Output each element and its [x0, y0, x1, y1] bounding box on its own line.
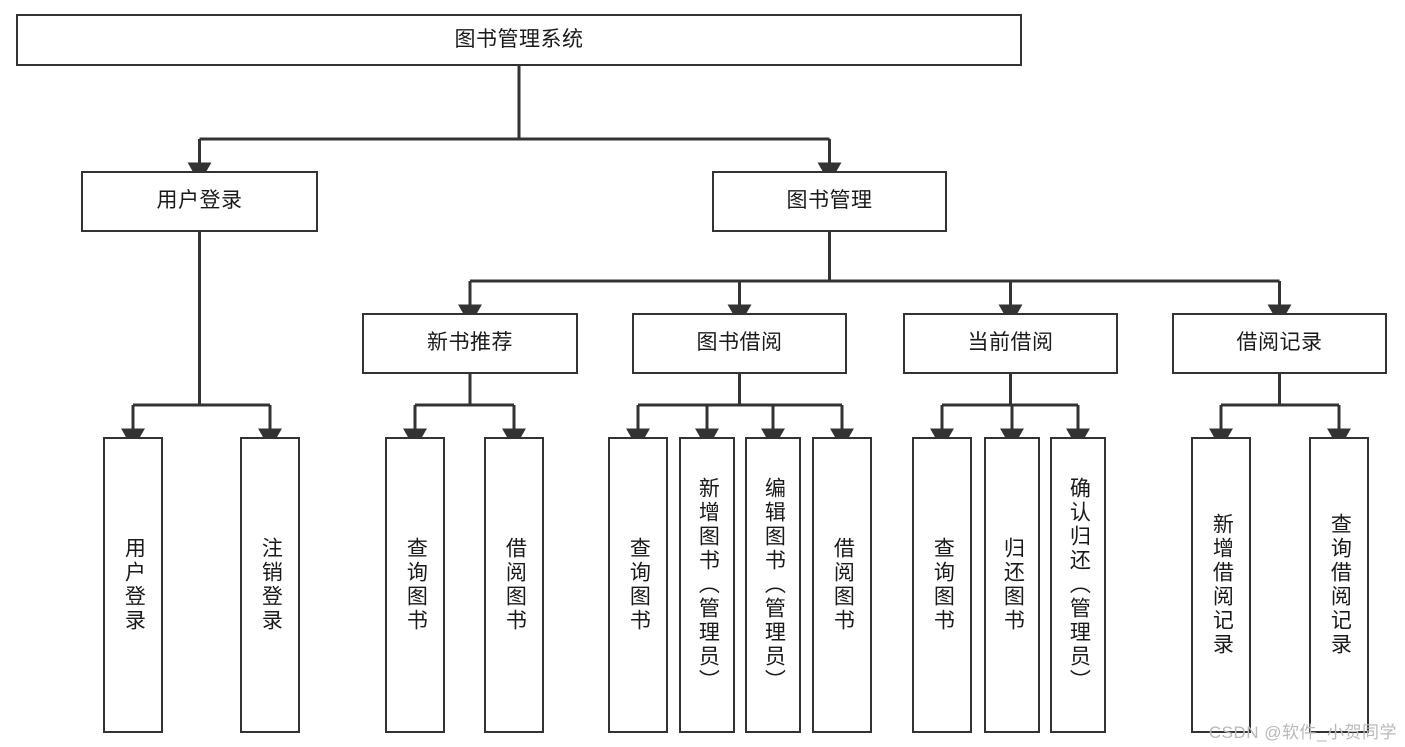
node-leaf-user-login[interactable]: 用户登录	[103, 437, 163, 733]
node-label-book-manage: 图书管理	[786, 189, 873, 213]
node-leaf-cur-return[interactable]: 归还图书	[984, 437, 1040, 733]
node-label-current-borrow: 当前借阅	[967, 331, 1054, 355]
node-leaf-borrow-query[interactable]: 查询图书	[608, 437, 668, 733]
node-root[interactable]: 图书管理系统	[16, 14, 1022, 66]
node-label-leaf-book-borrow: 借阅图书	[831, 537, 855, 633]
node-label-leaf-rec-borrow: 借阅图书	[503, 537, 527, 633]
node-label-leaf-user-logout: 注销登录	[259, 537, 283, 633]
node-label-leaf-borrow-query: 查询图书	[627, 537, 651, 633]
node-new-book-rec[interactable]: 新书推荐	[362, 313, 578, 374]
node-leaf-cur-confirm[interactable]: 确认归还（管理员）	[1050, 437, 1106, 733]
node-label-leaf-rec-add: 新增借阅记录	[1210, 513, 1234, 657]
node-label-leaf-rec-query2: 查询借阅记录	[1328, 513, 1352, 657]
node-leaf-book-borrow[interactable]: 借阅图书	[812, 437, 872, 733]
node-leaf-cur-query[interactable]: 查询图书	[912, 437, 972, 733]
node-label-leaf-cur-confirm: 确认归还（管理员）	[1067, 477, 1091, 693]
node-user-login[interactable]: 用户登录	[81, 171, 318, 232]
node-leaf-rec-query2[interactable]: 查询借阅记录	[1309, 437, 1369, 733]
node-leaf-rec-add[interactable]: 新增借阅记录	[1191, 437, 1251, 733]
node-leaf-book-add[interactable]: 新增图书（管理员）	[679, 437, 735, 733]
node-leaf-rec-borrow[interactable]: 借阅图书	[484, 437, 544, 733]
node-label-new-book-rec: 新书推荐	[427, 331, 513, 355]
node-label-book-borrow: 图书借阅	[696, 331, 783, 355]
node-book-manage[interactable]: 图书管理	[712, 171, 947, 232]
node-label-root: 图书管理系统	[454, 27, 584, 51]
node-book-borrow[interactable]: 图书借阅	[632, 313, 847, 374]
node-current-borrow[interactable]: 当前借阅	[903, 313, 1118, 374]
node-label-leaf-book-edit: 编辑图书（管理员）	[762, 477, 786, 693]
node-leaf-book-edit[interactable]: 编辑图书（管理员）	[745, 437, 801, 733]
node-label-leaf-user-login: 用户登录	[122, 537, 146, 633]
node-label-leaf-book-add: 新增图书（管理员）	[696, 477, 720, 693]
node-borrow-record[interactable]: 借阅记录	[1172, 313, 1387, 374]
node-label-leaf-cur-return: 归还图书	[1001, 537, 1025, 633]
node-label-borrow-record: 借阅记录	[1236, 331, 1323, 355]
node-label-leaf-cur-query: 查询图书	[931, 537, 955, 633]
node-leaf-user-logout[interactable]: 注销登录	[240, 437, 300, 733]
node-label-user-login: 用户登录	[156, 189, 243, 213]
node-leaf-rec-query[interactable]: 查询图书	[385, 437, 445, 733]
node-label-leaf-rec-query: 查询图书	[404, 537, 428, 633]
